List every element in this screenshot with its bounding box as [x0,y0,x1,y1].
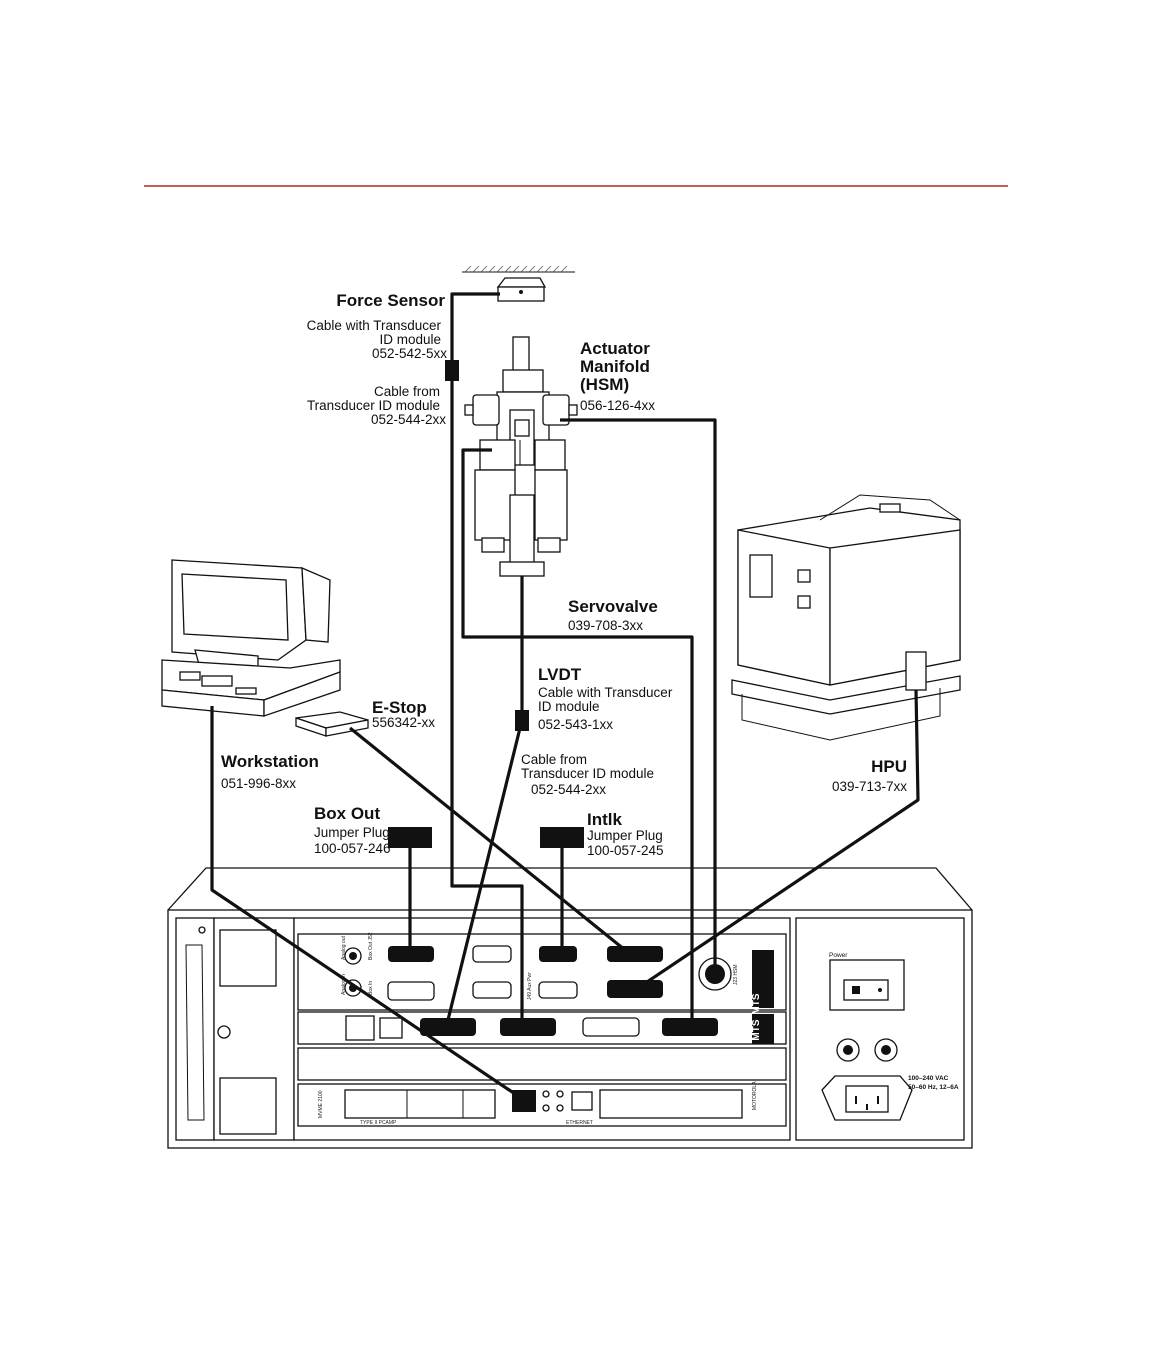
frequency-label: 50–60 Hz, 12–6A [908,1084,959,1091]
motorola-text: MOTOROLA [752,1081,758,1110]
estop-part: 556342-xx [372,715,435,730]
force-transducer-id-module [445,360,459,381]
estop-cable [348,726,632,956]
e-stop-box [295,711,369,737]
box-out-title: Box Out [314,804,380,823]
actuator-part: 056-126-4xx [580,398,655,413]
cables [210,292,920,1102]
chassis-labels: Power 100–240 VAC 50–60 Hz, 12–6A MTS MT… [318,932,959,1126]
servovalve-part: 039-708-3xx [568,618,643,633]
force-sensor [462,265,575,302]
force-sensor-part: 052-542-5xx [372,346,447,361]
workstation-title: Workstation [221,752,319,771]
actuator-title3: (HSM) [580,375,629,394]
box-out-part: 100-057-246 [314,841,391,856]
actuator-title2: Manifold [580,357,650,376]
hpu-part: 039-713-7xx [832,779,907,794]
estop-title: E-Stop [372,698,427,717]
j23-hsm-text: J23 HSM [733,964,739,985]
force-cable2-part: 052-544-2xx [371,412,446,427]
lvdt-cable2-line2: Transducer ID module [521,766,654,781]
lvdt-transducer-id-module [515,710,529,731]
power-label: Power [829,952,848,959]
force-sensor-cable [450,292,524,1028]
type-pcamp-text: TYPE II PCAMP [360,1120,397,1126]
lvdt-title: LVDT [538,665,582,684]
intlk-line1: Jumper Plug [587,828,663,843]
workstation-cable [210,706,525,1102]
actuator-manifold [464,336,578,577]
hpu-cable [634,689,920,992]
lvdt-line1: Cable with Transducer [538,685,673,700]
force-sensor-title: Force Sensor [336,291,445,310]
brand-label-2: MTS [751,1019,762,1040]
force-cable2-line2: Transducer ID module [307,398,440,413]
mvme-text: MVME 2100 [318,1090,324,1118]
intlk-part: 100-057-245 [587,843,664,858]
lvdt-cable2-line1: Cable from [521,752,587,767]
force-sensor-line2: ID module [379,332,441,347]
analog-out-text: Analog out [341,935,347,960]
lvdt-part: 052-543-1xx [538,717,613,732]
servovalve-cable [461,448,694,1028]
workstation [161,559,341,717]
hsm-cable [560,418,717,974]
hpu-unit [731,494,961,741]
hpu-title: HPU [871,757,907,776]
force-cable2-line1: Cable from [374,384,440,399]
actuator-title1: Actuator [580,339,650,358]
voltage-label: 100–240 VAC [908,1075,949,1082]
box-in-text: Box In [368,981,374,995]
workstation-part: 051-996-8xx [221,776,296,791]
intlk-jumper-plug [540,827,584,848]
force-sensor-line1: Cable with Transducer [307,318,442,333]
brand-label-1: MTS [751,993,762,1014]
servovalve-title: Servovalve [568,597,658,616]
lvdt-line2: ID module [538,699,600,714]
labels: Force Sensor Cable with Transducer ID mo… [221,291,907,858]
j49-aux-pwr-text: J49 Aux Pwr [527,972,533,1000]
analog-in-text: Analog in [341,974,347,995]
box-out-line1: Jumper Plug [314,825,390,840]
box-out-j52-text: Box Out J52 [368,932,374,960]
lvdt-cable2-part: 052-544-2xx [531,782,606,797]
box-out-jumper-plug [388,827,432,848]
ethernet-text: ETHERNET [566,1120,593,1126]
controller-chassis [167,867,973,1149]
intlk-title: Intlk [587,810,622,829]
